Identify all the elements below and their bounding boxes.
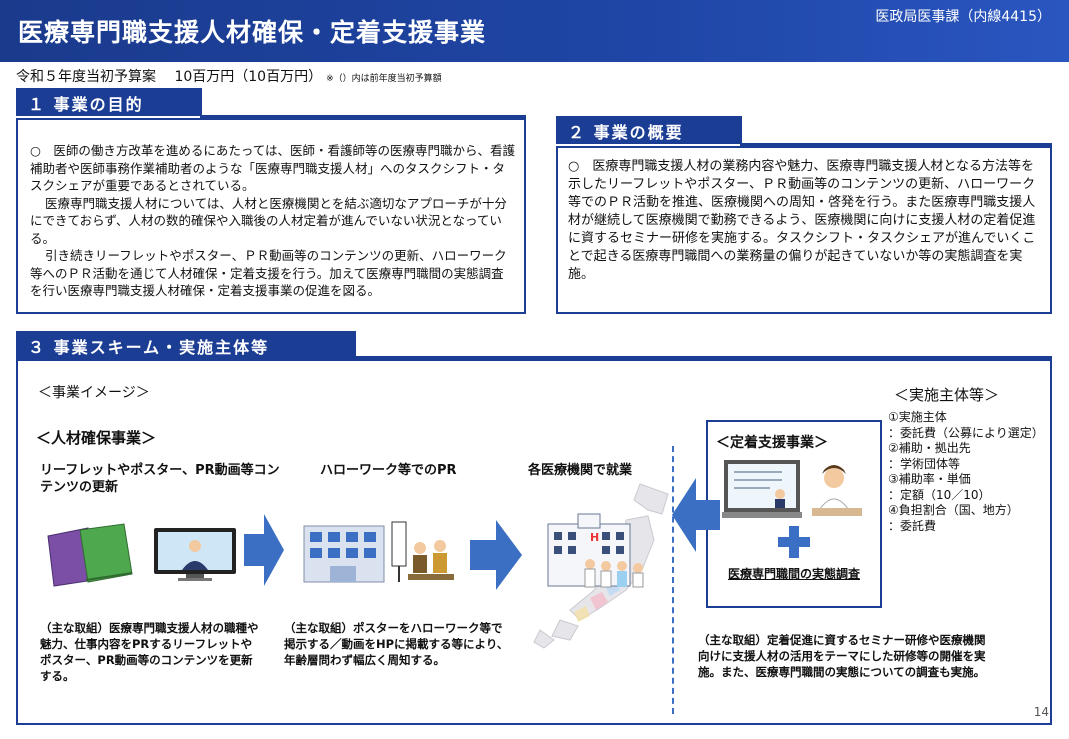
people-icon (408, 540, 454, 580)
recruitment-label: ＜人材確保事業＞ (36, 429, 157, 447)
japan-map-icon (533, 483, 669, 649)
section2-box: ○ 医療専門職支援人材の業務内容や魅力、医療専門職支援人材となる方法等を示したリ… (556, 146, 1052, 314)
column1-description: （主な取組）医療専門職支援人材の職種や魅力、仕事内容をPRするリーフレットやポス… (40, 621, 259, 683)
medical-staff-icon (584, 559, 644, 588)
implementer-item: ①実施主体 (888, 410, 947, 424)
column2-heading: ハローワーク等でのPR (320, 463, 457, 478)
column2-description: （主な取組）ポスターをハローワーク等で掲示する／動画をHPに掲載する等により、年… (284, 621, 509, 667)
leaflet-books-illustration (47, 523, 133, 587)
business-image-label: ＜事業イメージ＞ (38, 385, 150, 401)
implementer-item: ②補助・拠出先 (888, 441, 971, 455)
budget-line: 令和５年度当初予算案 10百万円（10百万円）※（）内は前年度当初予算額 (16, 66, 442, 86)
section-divider (672, 446, 674, 714)
header-bar: 医療専門職支援人材確保・定着支援事業 医政局医事課（内線4415） (0, 0, 1069, 62)
budget-amount: 令和５年度当初予算案 10百万円（10百万円） (16, 69, 323, 85)
page-number: 14 (1033, 705, 1049, 719)
section1-label: １ 事業の目的 (16, 88, 202, 116)
section1-para-2: 医療専門職支援人材については、人材と医療機関とを結ぶ適切なアプローチが十分にでき… (30, 195, 507, 246)
japan-map-illustration (533, 483, 669, 649)
retention-arrow (672, 478, 720, 552)
column3-heading: 各医療機関で就業 (528, 463, 633, 478)
flow-arrow-2 (470, 520, 522, 590)
section1-underline (200, 115, 526, 118)
page-title: 医療専門職支援人材確保・定着支援事業 (18, 18, 487, 47)
budget-note: ※（）内は前年度当初予算額 (326, 74, 442, 84)
survey-label: 医療専門職間の実態調査 (727, 567, 860, 581)
section2-text: ○ 医療専門職支援人材の業務内容や魅力、医療専門職支援人材となる方法等を示したリ… (568, 159, 1036, 282)
section1-para-3: 引き続きリーフレットやポスター、ＰＲ動画等のコンテンツの更新、ハローワーク等への… (30, 248, 507, 298)
tv-icon (154, 528, 236, 581)
department-label: 医政局医事課（内線4415） (875, 9, 1051, 25)
implementer-item: ：学術団体等 (888, 456, 961, 471)
signboard-icon (391, 521, 407, 582)
seminar-illustration (722, 460, 862, 518)
section1-box: ○ 医師の働き方改革を進めるにあたっては、医師・看護師等の医療専門職から、看護補… (16, 118, 526, 314)
section1-text: ○ 医師の働き方改革を進めるにあたっては、医師・看護師等の医療専門職から、看護補… (30, 142, 516, 300)
implementer-item: ④負担割合（国、地方） (888, 503, 1019, 517)
section3-underline (354, 356, 1052, 359)
section2-label: ２ 事業の概要 (556, 116, 742, 144)
implementer-item: ：委託費（公募により選定） (888, 425, 1044, 440)
hospital-sign: H (590, 531, 600, 544)
flow-arrow-1 (244, 514, 284, 586)
retention-label: ＜定着支援事業＞ (716, 435, 828, 451)
leaflet-icon (47, 523, 133, 587)
implementer-item: ③補助率・単価 (888, 472, 971, 486)
implementer-label: ＜実施主体等＞ (894, 386, 1000, 404)
implementer-item: ：委託費 (888, 518, 937, 533)
implementer-list: ①実施主体 ：委託費（公募により選定） ②補助・拠出先 ：学術団体等 ③補助率・… (888, 410, 1044, 534)
monitor-icon (722, 460, 802, 518)
plus-icon (778, 526, 810, 558)
column1-heading: リーフレットやポスター、PR動画等コンテンツの更新 (40, 463, 280, 495)
section2-underline (740, 143, 1052, 146)
pr-video-tv-illustration (154, 528, 236, 581)
hello-work-illustration (303, 521, 454, 583)
implementer-item: ：定額（10／10） (888, 487, 991, 502)
retention-support-box: ＜定着支援事業＞ 医療専門職間の実態調査 (706, 420, 882, 608)
section3-label: ３ 事業スキーム・実施主体等 (16, 331, 356, 359)
retention-description: （主な取組）定着促進に資するセミナー研修や医療機関向けに支援人材の活用をテーマに… (698, 633, 986, 679)
section1-para-1: ○ 医師の働き方改革を進めるにあたっては、医師・看護師等の医療専門職から、看護補… (30, 143, 516, 193)
office-building-icon (303, 525, 385, 583)
nurse-icon (812, 465, 862, 516)
